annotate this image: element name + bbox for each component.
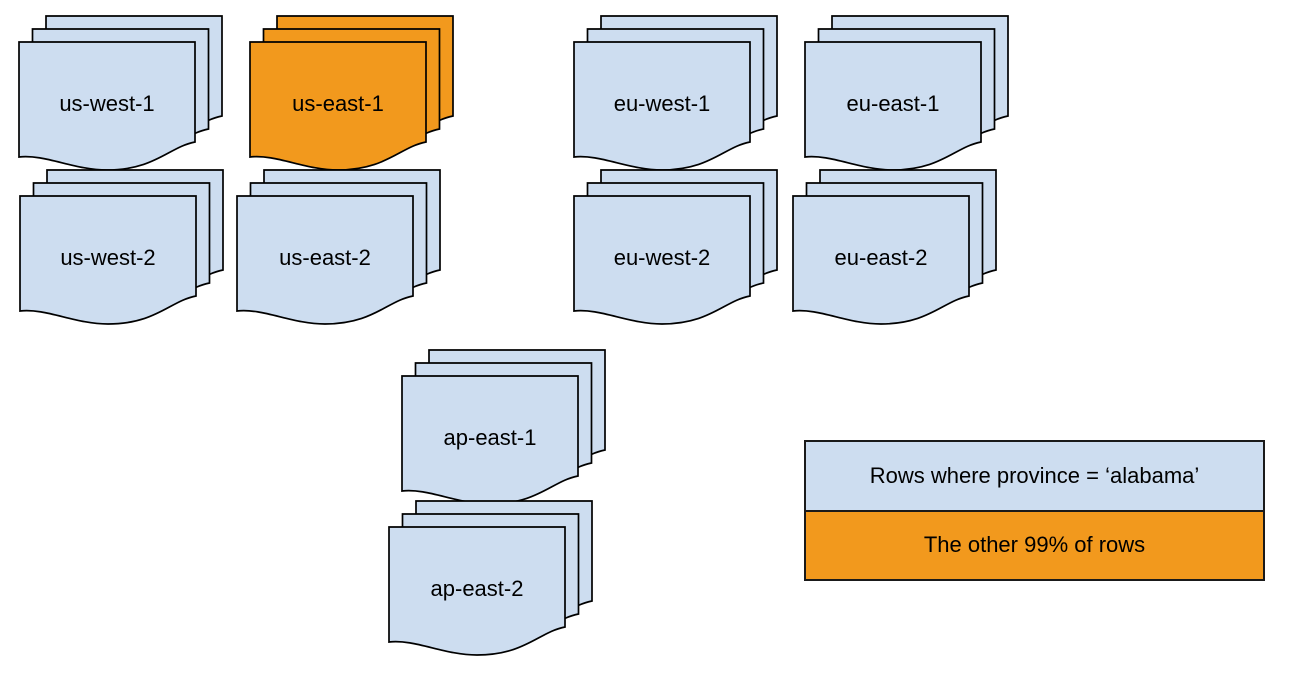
doc-stack-us-west-1: us-west-1 [18, 15, 224, 173]
document-stack-icon [249, 15, 454, 171]
document-stack-icon [573, 169, 778, 325]
doc-stack-us-east-2: us-east-2 [236, 169, 442, 327]
doc-stack-ap-east-2: ap-east-2 [388, 500, 594, 658]
doc-stack-us-west-2: us-west-2 [19, 169, 225, 327]
document-stack-icon [401, 349, 606, 505]
legend-label-other-rows: The other 99% of rows [923, 532, 1146, 558]
legend-row-alabama-rows: Rows where province = ‘alabama’ [806, 442, 1263, 510]
legend: Rows where province = ‘alabama’ The othe… [804, 440, 1265, 581]
legend-row-other-rows: The other 99% of rows [806, 509, 1263, 579]
document-stack-icon [18, 15, 223, 171]
document-stack-icon [236, 169, 441, 325]
document-stack-icon [804, 15, 1009, 171]
legend-label-alabama-rows: Rows where province = ‘alabama’ [869, 462, 1200, 488]
doc-stack-us-east-1: us-east-1 [249, 15, 455, 173]
document-stack-icon [573, 15, 778, 171]
doc-stack-eu-east-1: eu-east-1 [804, 15, 1010, 173]
document-stack-icon [792, 169, 997, 325]
doc-stack-eu-east-2: eu-east-2 [792, 169, 998, 327]
document-stack-icon [388, 500, 593, 656]
doc-stack-eu-west-2: eu-west-2 [573, 169, 779, 327]
doc-stack-eu-west-1: eu-west-1 [573, 15, 779, 173]
document-stack-icon [19, 169, 224, 325]
doc-stack-ap-east-1: ap-east-1 [401, 349, 607, 507]
